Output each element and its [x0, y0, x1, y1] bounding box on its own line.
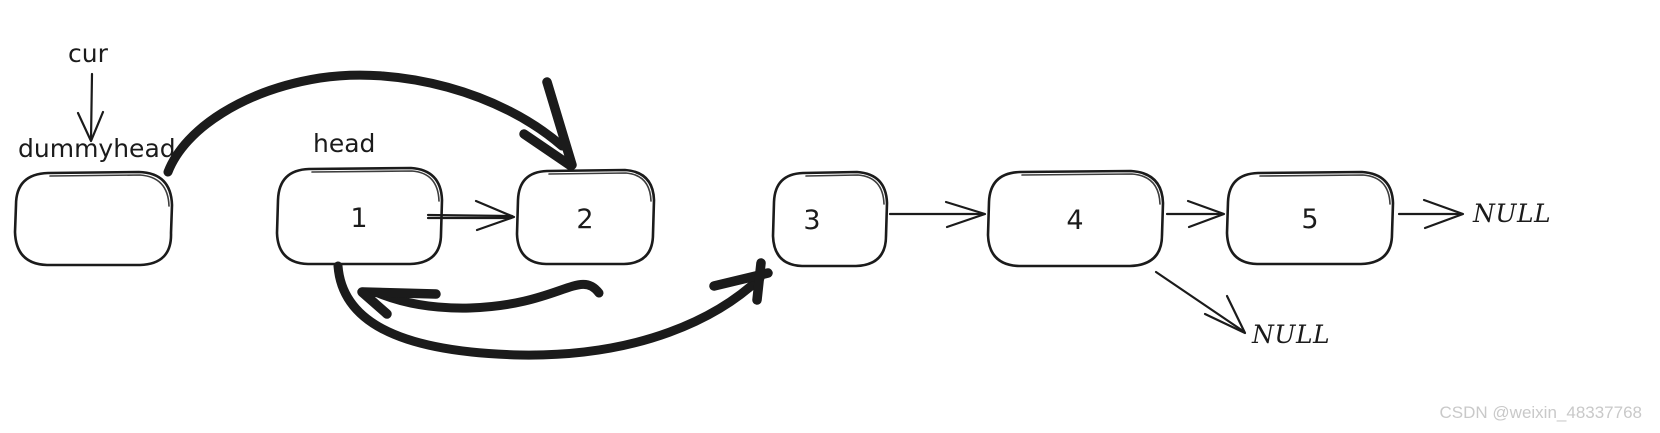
watermark: CSDN @weixin_48337768 [1439, 403, 1642, 422]
node-5: 5 [1225, 170, 1395, 266]
edge-1-to-2 [426, 199, 516, 232]
node-4-label: 4 [1066, 205, 1083, 236]
node-1: 1 [275, 166, 444, 266]
edge-3-to-4 [888, 200, 987, 229]
edge-dummyhead-to-2 [163, 70, 577, 177]
edge-5-to-null [1397, 198, 1465, 230]
pointer-label-cur: cur [68, 39, 109, 68]
null-label-from-node-4: NULL [1251, 320, 1330, 349]
node-3-label: 3 [803, 205, 820, 236]
node-1-label: 1 [350, 203, 367, 234]
edge-2-to-1 [357, 279, 604, 319]
edge-cur-to-dummyhead [76, 72, 105, 143]
node-dummyhead [13, 170, 174, 267]
node-2: 2 [515, 168, 656, 266]
node-5-label: 5 [1301, 204, 1318, 235]
edge-1-to-3 [333, 258, 773, 360]
node-4: 4 [986, 169, 1165, 268]
pointer-label-head: head [313, 129, 375, 158]
pointer-label-dummyhead: dummyhead [18, 134, 176, 163]
null-label-from-node-5: NULL [1472, 199, 1551, 228]
node-2-label: 2 [576, 204, 593, 235]
node-3: 3 [771, 170, 889, 268]
edge-4-to-5 [1165, 199, 1226, 229]
edge-4-to-null [1154, 270, 1247, 335]
